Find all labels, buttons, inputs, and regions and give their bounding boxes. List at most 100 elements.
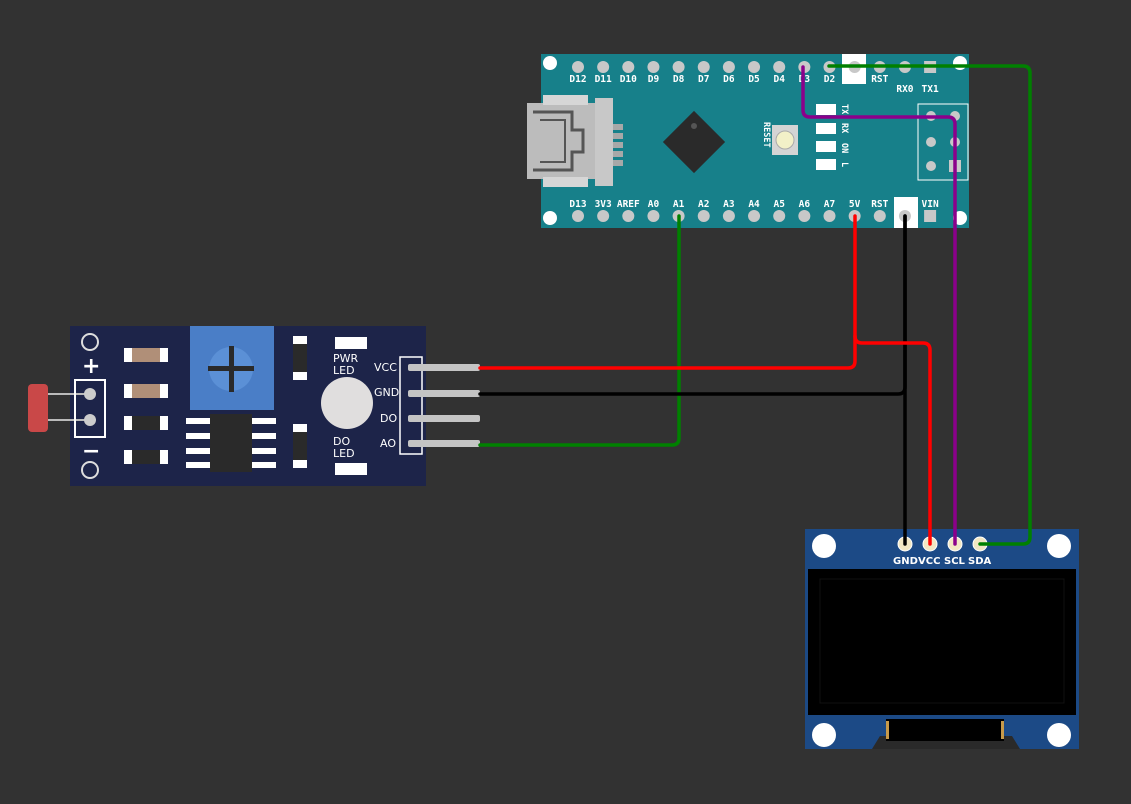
- pin-top-d12[interactable]: [572, 61, 584, 73]
- sensor-pin-do: DO: [380, 412, 397, 425]
- do-led: [335, 463, 367, 475]
- reset-label: RESET: [761, 122, 771, 148]
- pin-label-bottom-3v3: 3V3: [595, 199, 612, 210]
- pwr-led-label-2: LED: [333, 364, 355, 377]
- wire-vcc-to-5v[interactable]: [478, 214, 857, 370]
- ribbon-edge: [886, 721, 889, 739]
- pin-top-d4[interactable]: [773, 61, 786, 73]
- pin-bottom-a3[interactable]: [722, 210, 735, 222]
- potentiometer[interactable]: [190, 326, 274, 410]
- pin-label-top-d12: D12: [569, 74, 586, 85]
- wire-oled-vcc[interactable]: [853, 334, 932, 546]
- sensor-dome: [321, 377, 373, 429]
- microcontroller-chip: [662, 110, 726, 174]
- pin-label-top-rx0: RX0: [896, 84, 913, 95]
- pin-label-bottom-a3: A3: [723, 199, 735, 210]
- mount-hole: [543, 211, 557, 225]
- pin-bottom-d13[interactable]: [572, 210, 584, 222]
- pin-label-top-tx1: TX1: [922, 84, 939, 95]
- sensor-pin-ao: AO: [380, 437, 396, 450]
- pin-top-d10[interactable]: [622, 61, 635, 73]
- resistor: [124, 348, 168, 362]
- pin-top-d6[interactable]: [722, 61, 735, 73]
- mount-hole: [81, 461, 99, 479]
- pin-bottom-a2[interactable]: [697, 210, 710, 222]
- mount-hole: [81, 333, 99, 351]
- pin-top-d9[interactable]: [647, 61, 660, 73]
- ldr-sensor-module[interactable]: + − PWR LED DO LED: [28, 326, 480, 486]
- mount-hole: [543, 56, 557, 70]
- pin-bottom-a6[interactable]: [798, 210, 811, 222]
- pin-bottom-aref[interactable]: [622, 210, 635, 222]
- oled-pin-sda-label: SDA: [968, 556, 992, 567]
- pin-label-bottom-a0: A0: [648, 199, 660, 210]
- pin-label-bottom-rst: RST: [871, 199, 888, 210]
- capacitor: [293, 424, 307, 468]
- pin-top-d8[interactable]: [672, 61, 685, 73]
- pin-label-bottom-a7: A7: [824, 199, 835, 210]
- ldr-photoresistor: [28, 379, 106, 438]
- mount-hole: [1047, 723, 1071, 747]
- oled-screen: [819, 578, 1065, 704]
- pin-label-bottom-a5: A5: [773, 199, 785, 210]
- pin-label-bottom-aref: AREF: [617, 199, 640, 210]
- pin-top-d11[interactable]: [597, 61, 610, 73]
- pin-bottom-vin[interactable]: [924, 210, 937, 222]
- wire-sda-to-d2[interactable]: [827, 64, 1032, 546]
- ribbon-edge: [1001, 721, 1004, 739]
- usb-connector: [527, 95, 623, 187]
- resistor: [124, 450, 168, 464]
- pin-top-d7[interactable]: [697, 61, 710, 73]
- mount-hole: [812, 723, 836, 747]
- pin-label-top-d7: D7: [698, 74, 709, 85]
- arduino-bottom-pins[interactable]: [572, 210, 937, 222]
- pwr-led-label: PWR: [333, 352, 359, 365]
- sensor-pin-gnd: GND: [374, 386, 399, 399]
- pin-bottom-rst[interactable]: [873, 210, 886, 222]
- pin-label-bottom-d13: D13: [569, 199, 586, 210]
- mount-hole: [953, 56, 967, 70]
- sensor-pin-vcc: VCC: [374, 361, 397, 374]
- pin-label-bottom-a6: A6: [799, 199, 811, 210]
- pin-label-top-d9: D9: [648, 74, 660, 85]
- pin-bottom-3v3[interactable]: [597, 210, 610, 222]
- wire-ao-to-a1[interactable]: [478, 214, 681, 447]
- do-led-label: DO: [333, 435, 350, 448]
- pin-bottom-a5[interactable]: [773, 210, 786, 222]
- pin-bottom-a4[interactable]: [748, 210, 761, 222]
- pin-label-bottom-a2: A2: [698, 199, 709, 210]
- pin-label-bottom-a4: A4: [748, 199, 760, 210]
- pin-label-top-d6: D6: [723, 74, 735, 85]
- pwr-led: [335, 337, 367, 349]
- resistor: [124, 416, 168, 430]
- led-label-tx: TX: [839, 104, 849, 114]
- do-led-label-2: LED: [333, 447, 355, 460]
- pin-label-bottom-gnd: GND: [896, 199, 913, 210]
- led-label-on: ON: [839, 143, 849, 153]
- pin-label-top-d4: D4: [773, 74, 785, 85]
- pin-label-bottom-a1: A1: [673, 199, 685, 210]
- comparator-ic: [186, 414, 276, 472]
- wire-scl-to-d3[interactable]: [801, 65, 957, 546]
- resistor: [124, 384, 168, 398]
- plus-label: +: [82, 354, 100, 379]
- pin-bottom-a7[interactable]: [823, 210, 836, 222]
- sensor-header: [399, 356, 423, 455]
- oled-pin-scl-label: SCL: [944, 556, 966, 567]
- pin-bottom-a0[interactable]: [647, 210, 660, 222]
- pin-top-d5[interactable]: [748, 61, 761, 73]
- pin-label-bottom-vin: VIN: [922, 199, 939, 210]
- pin-label-top-d8: D8: [673, 74, 685, 85]
- pin-label-top-rst: RST: [871, 74, 888, 85]
- pin-label-top-d5: D5: [748, 74, 760, 85]
- oled-pin-gnd-label: GND: [893, 556, 918, 567]
- wires: [478, 64, 1032, 546]
- oled-display[interactable]: GND VCC SCL SDA: [805, 529, 1079, 749]
- mount-hole: [812, 534, 836, 558]
- pin-label-top-d10: D10: [620, 74, 637, 85]
- reset-button[interactable]: [772, 125, 798, 155]
